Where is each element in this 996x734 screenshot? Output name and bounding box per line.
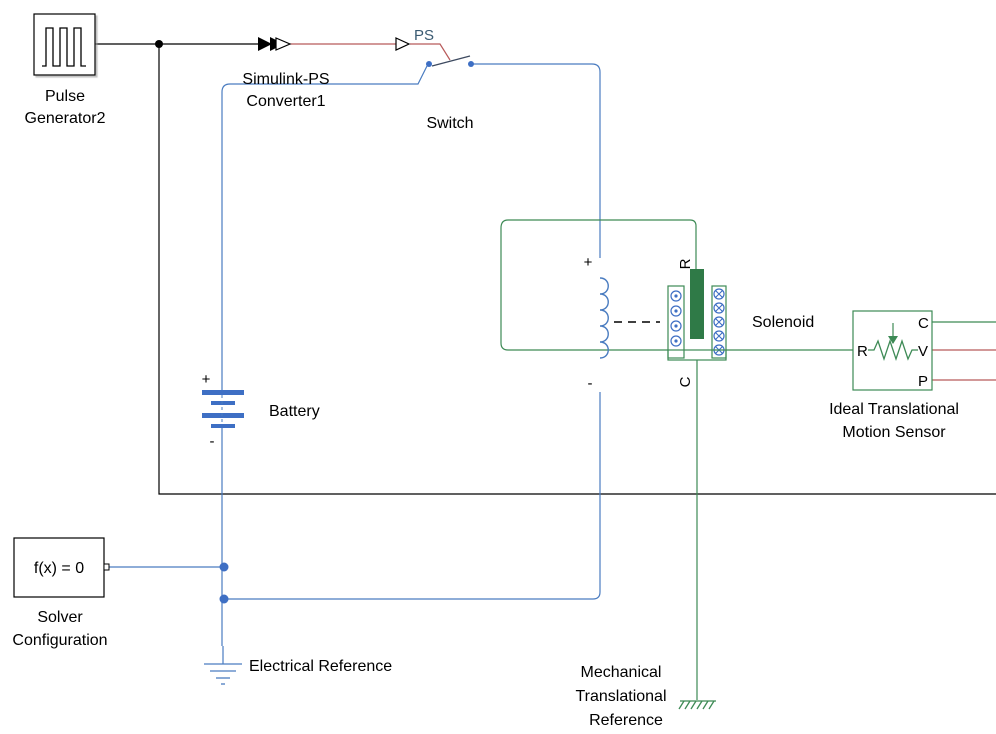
pulse-generator-block[interactable]: Pulse Generator2 bbox=[25, 13, 106, 127]
solenoid-minus-return-wire[interactable] bbox=[224, 392, 601, 600]
solenoid-block[interactable]: + - R C Solenoid bbox=[584, 254, 815, 392]
solenoid-enclosure-line[interactable] bbox=[500, 219, 697, 351]
converter-label-line1: Simulink-PS bbox=[242, 71, 329, 88]
sensor-port-r: R bbox=[857, 343, 868, 360]
solver-port bbox=[103, 563, 110, 571]
solenoid-minus-sign: - bbox=[588, 375, 593, 392]
ps-signal-line[interactable] bbox=[290, 43, 451, 61]
mechanical-ground-icon bbox=[678, 700, 716, 710]
solenoid-plunger bbox=[690, 269, 704, 339]
switch-to-solenoid-wire[interactable] bbox=[472, 63, 601, 258]
solenoid-coil-icon bbox=[599, 277, 609, 359]
converter-label-line2: Converter1 bbox=[246, 93, 325, 110]
sensor-port-c: C bbox=[918, 315, 929, 332]
solenoid-label: Solenoid bbox=[752, 314, 814, 331]
battery-plate-1 bbox=[202, 390, 244, 395]
simulink-ps-converter-block[interactable]: PS Simulink-PS Converter1 bbox=[242, 27, 434, 110]
battery-block[interactable]: + - Battery bbox=[202, 371, 320, 450]
battery-plate-2 bbox=[211, 401, 235, 405]
signal-lines bbox=[95, 43, 996, 495]
solenoid-port-c: C bbox=[677, 376, 694, 387]
solenoid-winding-left bbox=[667, 285, 685, 359]
ps-port-label: PS bbox=[414, 27, 434, 44]
motion-sensor-block[interactable]: R C V P Ideal Translational Motion Senso… bbox=[829, 310, 959, 441]
pulse-feedback-line[interactable] bbox=[158, 44, 996, 495]
solver-configuration-block[interactable]: f(x) = 0 Solver Configuration bbox=[12, 537, 110, 649]
pulse-generator-label-line2: Generator2 bbox=[25, 110, 106, 127]
mechanical-reference-label-line2: Translational bbox=[575, 688, 666, 705]
solver-label-line1: Solver bbox=[37, 609, 83, 626]
motion-sensor-label-line2: Motion Sensor bbox=[842, 424, 946, 441]
mechanical-reference-block[interactable]: Mechanical Translational Reference bbox=[575, 664, 716, 729]
ps-port-arrow-icon bbox=[395, 37, 411, 51]
switch-to-battery-wire[interactable] bbox=[221, 63, 429, 392]
battery-label: Battery bbox=[269, 403, 320, 420]
switch-left-contact bbox=[426, 61, 432, 67]
solver-block-text: f(x) = 0 bbox=[34, 560, 84, 577]
converter-output-arrow-icon bbox=[275, 37, 292, 51]
pulse-generator-label-line1: Pulse bbox=[45, 88, 85, 105]
switch-blade-icon bbox=[431, 55, 471, 67]
switch-label: Switch bbox=[426, 115, 473, 132]
solver-label-line2: Configuration bbox=[12, 632, 107, 649]
sensor-resistor-icon bbox=[868, 338, 918, 362]
pulse-branch-junction bbox=[155, 40, 163, 48]
electrical-lines bbox=[109, 63, 601, 646]
sensor-port-p: P bbox=[918, 373, 928, 390]
battery-minus-sign: - bbox=[210, 433, 215, 450]
sensor-port-v: V bbox=[918, 343, 928, 360]
motion-sensor-label-line1: Ideal Translational bbox=[829, 401, 959, 418]
solenoid-winding-right bbox=[711, 285, 727, 359]
battery-plate-3 bbox=[202, 413, 244, 418]
solver-junction bbox=[219, 562, 229, 572]
switch-right-contact bbox=[468, 61, 474, 67]
electrical-reference-block[interactable]: Electrical Reference bbox=[204, 646, 392, 685]
mechanical-lines bbox=[500, 219, 996, 700]
switch-block[interactable]: Switch bbox=[426, 55, 474, 132]
return-junction bbox=[219, 594, 229, 604]
sensor-output-lines bbox=[932, 349, 996, 381]
mechanical-reference-label-line3: Reference bbox=[589, 712, 663, 729]
solenoid-housing-bottom bbox=[667, 349, 727, 361]
converter-input-arrow-icon bbox=[258, 37, 284, 51]
battery-plus-sign: + bbox=[202, 371, 211, 388]
electrical-reference-label: Electrical Reference bbox=[249, 658, 392, 675]
mechanical-reference-label-line1: Mechanical bbox=[581, 664, 662, 681]
pulse-waveform-icon bbox=[42, 27, 86, 67]
ground-icon bbox=[204, 663, 242, 685]
battery-plate-4 bbox=[211, 424, 235, 428]
solenoid-port-r: R bbox=[677, 258, 694, 269]
solenoid-plus-sign: + bbox=[584, 254, 593, 271]
